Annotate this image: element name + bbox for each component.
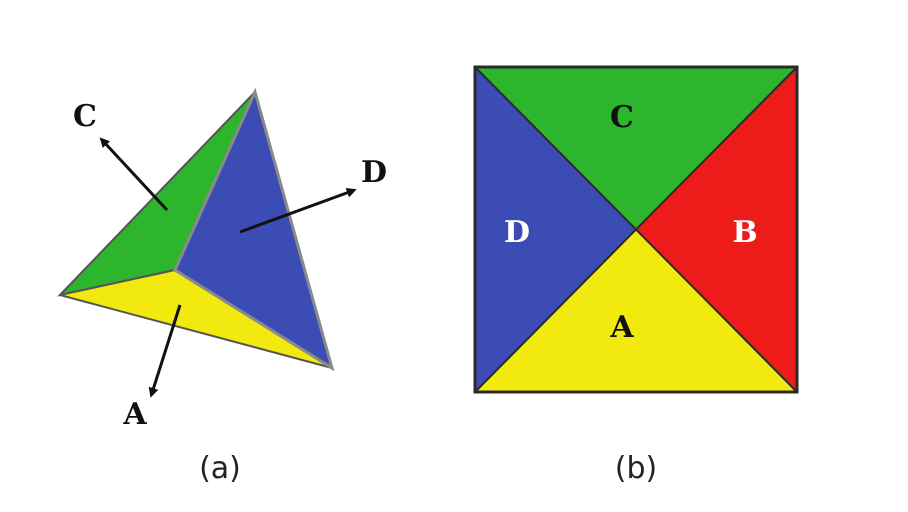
- net-face-b: [636, 67, 797, 392]
- net-panel: C D B A (b): [473, 65, 799, 486]
- arrow-c: [99, 137, 169, 212]
- net-border: [473, 65, 799, 394]
- tetra-label-a: A: [122, 397, 147, 432]
- net-label-c: C: [610, 100, 634, 135]
- net-face-d: [475, 67, 636, 392]
- tetrahedron-panel: C D A (a): [57, 87, 387, 486]
- tetra-face-d: [173, 87, 335, 372]
- caption-b: (b): [615, 451, 657, 486]
- net-face-a: [475, 230, 797, 392]
- net-label-a: A: [609, 310, 634, 345]
- arrow-a: [148, 304, 182, 398]
- net-face-c: [475, 67, 797, 230]
- net-label-b: B: [732, 215, 757, 250]
- tetra-label-c: C: [73, 99, 97, 134]
- caption-a: (a): [199, 451, 241, 486]
- tetra-label-d: D: [361, 155, 387, 190]
- net-diagonal-2: [474, 66, 798, 393]
- arrow-d: [239, 188, 357, 234]
- net-label-d: D: [504, 215, 530, 250]
